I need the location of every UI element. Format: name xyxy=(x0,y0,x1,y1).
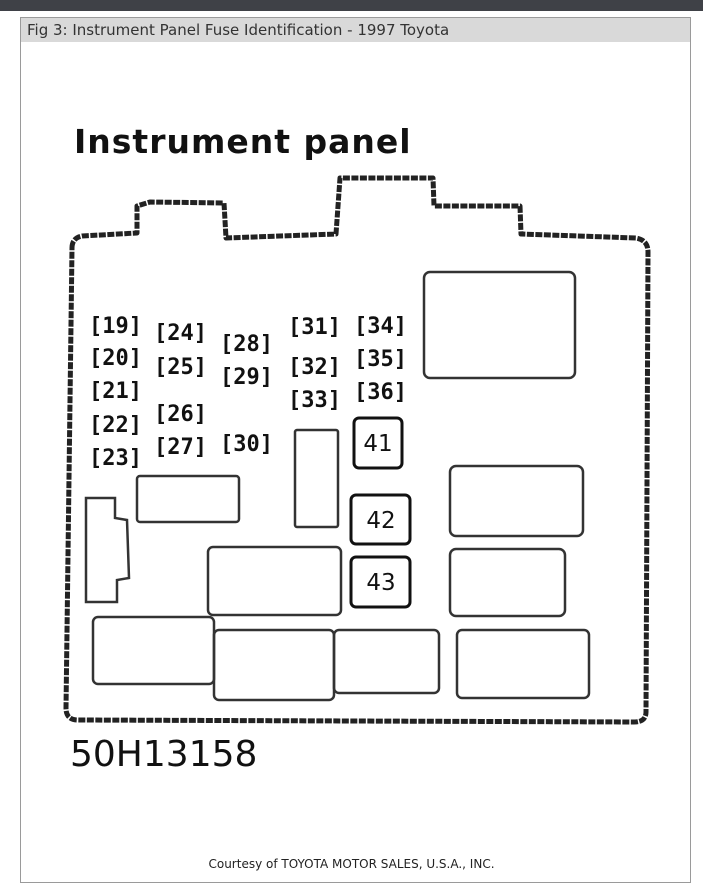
relay-block-center xyxy=(206,545,343,617)
large-fuse-boxes xyxy=(349,416,412,609)
relay-block-bottom-4 xyxy=(455,628,591,700)
figure-title: Fig 3: Instrument Panel Fuse Identificat… xyxy=(21,18,690,42)
top-bar xyxy=(0,0,703,11)
fuse-27-label: [27] xyxy=(154,435,207,460)
panel-outline xyxy=(63,175,651,725)
relay-block-bottom-1 xyxy=(91,615,216,686)
fuse-35-label: [35] xyxy=(354,347,407,372)
fuse-36-label: [36] xyxy=(354,380,407,405)
fuse-19-label: [19] xyxy=(89,314,142,339)
fuse-25-label: [25] xyxy=(154,355,207,380)
panel-blocks xyxy=(84,270,591,702)
fuse-24-label: [24] xyxy=(154,321,207,346)
relay-block-bottom-3 xyxy=(332,628,441,695)
fuse-23-label: [23] xyxy=(89,446,142,471)
fuse-41-box xyxy=(352,416,404,470)
fuse-26-label: [26] xyxy=(154,402,207,427)
fuse-34-label: [34] xyxy=(354,314,407,339)
connector-left xyxy=(84,496,131,604)
fuse-32-label: [32] xyxy=(288,355,341,380)
fuse-20-label: [20] xyxy=(89,346,142,371)
fuse-33-label: [33] xyxy=(288,388,341,413)
fuse-41-label: 41 xyxy=(363,431,392,457)
fuse-43-box xyxy=(349,555,412,609)
panel-title: Instrument panel xyxy=(74,122,412,161)
fuse-28-label: [28] xyxy=(220,332,273,357)
relay-block-narrow xyxy=(293,428,340,529)
fuse-43-label: 43 xyxy=(366,570,395,596)
diagram-code: 50H13158 xyxy=(70,734,257,775)
fuse-29-label: [29] xyxy=(220,365,273,390)
fuse-30-label: [30] xyxy=(220,432,273,457)
fuse-42-box xyxy=(349,493,412,546)
relay-block-left-mid xyxy=(135,474,241,524)
relay-block-top-right xyxy=(422,270,577,380)
fuse-21-label: [21] xyxy=(89,379,142,404)
relay-block-right-1 xyxy=(448,464,585,538)
fuse-31-label: [31] xyxy=(288,315,341,340)
relay-block-bottom-2 xyxy=(212,628,336,702)
courtesy-credit: Courtesy of TOYOTA MOTOR SALES, U.S.A., … xyxy=(208,857,495,871)
relay-block-right-2 xyxy=(448,547,567,618)
fuse-42-label: 42 xyxy=(366,508,395,534)
fuse-22-label: [22] xyxy=(89,413,142,438)
